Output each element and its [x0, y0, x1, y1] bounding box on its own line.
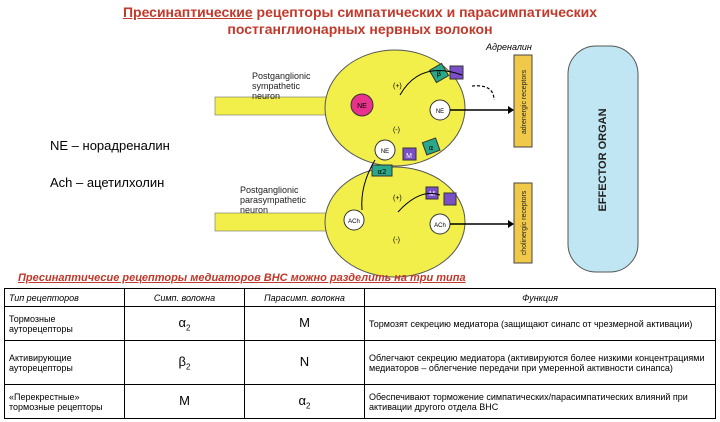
feedback-arrow-bottom [397, 192, 441, 213]
alpha-receptor-box-bottom [443, 192, 457, 206]
ne-vesicle-lower [374, 139, 396, 161]
ne-right-label: NE [436, 109, 444, 115]
ne-vesicle-center [350, 93, 374, 117]
cholinergic-receptor-strip [513, 182, 533, 264]
ach-left-label: ACh [348, 219, 360, 225]
adrenaline-arrow [471, 85, 495, 101]
row-para: M [244, 306, 365, 341]
minus-sign-1: (-) [393, 127, 400, 134]
symp-value: β [178, 353, 187, 369]
page-title: Пресинаптические рецепторы симпатических… [0, 4, 720, 38]
symp-sub: 2 [186, 323, 191, 333]
release-arrowhead-ach [508, 220, 514, 228]
row-symp: α2 [124, 306, 245, 341]
title-underlined: Пресинаптические [122, 4, 253, 20]
table-row: Тормозные ауторецепторы α2 M Тормозят се… [4, 306, 716, 341]
ne-center-label: NE [357, 103, 367, 110]
symp-value: α [178, 314, 187, 330]
adrenergic-receptor-strip [513, 54, 533, 148]
adrenaline-label: Адреналин [485, 42, 532, 52]
table-row: «Перекрестные» тормозные рецепторы M α2 … [4, 384, 716, 419]
alpha-receptor-box-top [449, 65, 464, 80]
release-arrowhead-ne [508, 106, 514, 114]
receptor-table: Тип рецепторов Симп. волокна Парасимп. в… [4, 288, 716, 419]
feedback-arrow-cross [361, 159, 376, 211]
ne-lower-label: NE [381, 149, 389, 155]
plus-sign-2: (+) [393, 195, 402, 202]
legend-ne: NE – норадреналин [50, 138, 170, 153]
ach-vesicle-left [343, 209, 365, 231]
adrenergic-receptors-label: adrenergic receptors [521, 69, 528, 134]
row-symp: β2 [124, 340, 245, 385]
para-value: M [299, 314, 310, 330]
sympathetic-label-1: Postganglionic [252, 71, 311, 81]
alpha-receptor-box-lower [421, 137, 441, 156]
effector-organ [567, 45, 639, 273]
row-type: Активирующие ауторецепторы [4, 340, 125, 385]
symp-sub: 2 [186, 362, 191, 372]
parasympathetic-label-1: Postganglionic [240, 185, 299, 195]
row-symp: M [124, 384, 245, 419]
row-function: Обеспечивают торможение симпатических/па… [364, 384, 716, 419]
symp-value: M [179, 392, 190, 408]
m-box-label: M [406, 153, 412, 160]
row-type: «Перекрестные» тормозные рецепторы [4, 384, 125, 419]
sympathetic-label-3: neuron [252, 91, 280, 101]
alpha2-box-label: α2 [377, 168, 386, 176]
m-receptor-box [402, 147, 417, 161]
plus-sign-1: (+) [393, 83, 402, 90]
beta-receptor-box [428, 62, 450, 84]
header-symp: Симп. волокна [124, 288, 245, 307]
ach-right-label: ACh [434, 223, 446, 229]
parasympathetic-label-2: parasympathetic [240, 195, 307, 205]
parasympathetic-label-3: neuron [240, 205, 268, 215]
header-type: Тип рецепторов [4, 288, 125, 307]
row-type: Тормозные ауторецепторы [4, 306, 125, 341]
alpha2-receptor-box [371, 164, 393, 177]
title-line1: рецепторы симпатических и парасимпатичес… [252, 4, 598, 20]
para-value: N [299, 353, 310, 369]
minus-sign-2: (-) [393, 237, 400, 244]
row-para: α2 [244, 384, 365, 419]
header-para: Парасимп. волокна [244, 288, 365, 307]
para-sub: 2 [306, 401, 311, 411]
alpha-box-label: α [429, 144, 434, 152]
cholinergic-receptors-label: cholinergic receptors [521, 190, 528, 255]
table-row: Активирующие ауторецепторы β2 N Облегчаю… [4, 340, 716, 385]
table-subtitle: Пресинаптичесие рецепторы медиаторов ВНС… [18, 272, 466, 284]
sympathetic-label-2: sympathetic [252, 81, 301, 91]
legend-ach: Ach – ацетилхолин [50, 175, 165, 190]
table-header-row: Тип рецепторов Симп. волокна Парасимп. в… [4, 288, 716, 307]
row-para: N [244, 340, 365, 385]
header-function: Функция [364, 288, 716, 307]
title-line2: постганглионарных нервных волокон [227, 21, 493, 37]
effector-organ-label: EFFECTOR ORGAN [597, 108, 609, 211]
synapse-diagram: EFFECTOR ORGAN adrenergic receptors chol… [214, 42, 639, 278]
row-function: Облегчают секрецию медиатора (активируют… [364, 340, 716, 385]
feedback-arrow-top [399, 70, 463, 96]
row-function: Тормозят секрецию медиатора (защищают си… [364, 306, 716, 341]
para-value: α [298, 392, 307, 408]
m-box-lower-label: M [429, 191, 435, 198]
beta-box-label: β [437, 70, 441, 78]
sympathetic-terminal [324, 49, 466, 167]
